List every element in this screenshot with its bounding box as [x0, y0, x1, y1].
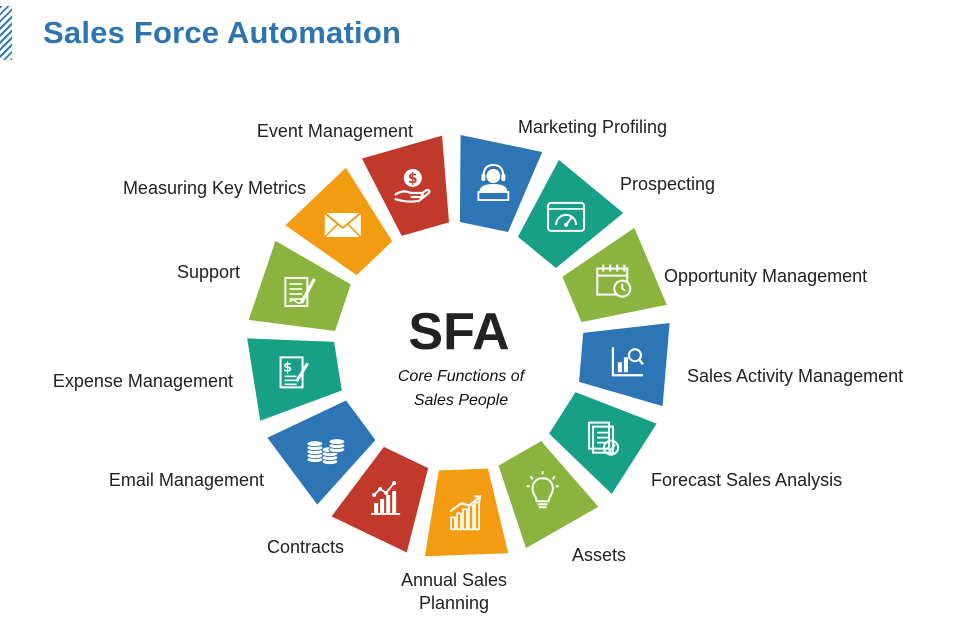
segment-support [459, 135, 543, 233]
center-subtitle-line2: Sales People [414, 392, 508, 409]
title-accent-bar [0, 6, 12, 60]
label-prospecting: Prospecting [620, 174, 715, 194]
segment-forecast-sales-analysis [331, 446, 429, 553]
label-forecast-sales-analysis: Forecast Sales Analysis [651, 470, 842, 490]
center-subtitle-line1: Core Functions of [398, 368, 526, 385]
center-heading: SFA [408, 303, 509, 361]
coin-stacks-icon [306, 438, 346, 466]
label-email-management: Email Management [109, 470, 264, 490]
lightbulb-icon [526, 471, 559, 509]
label-expense-management: Expense Management [53, 371, 233, 391]
dollar-document-icon: $ [279, 356, 309, 389]
label-annual-sales-planning-line1: Annual Sales [401, 570, 507, 590]
label-contracts: Contracts [267, 537, 344, 557]
svg-text:$: $ [408, 171, 418, 187]
svg-text:$: $ [283, 360, 292, 375]
segment-contracts [248, 240, 351, 332]
label-measuring-key-metrics: Measuring Key Metrics [123, 178, 306, 198]
segment-expense-management [361, 135, 450, 236]
label-opportunity-management: Opportunity Management [664, 266, 867, 286]
envelope-icon [324, 212, 362, 238]
label-sales-activity-management: Sales Activity Management [687, 366, 903, 386]
dashboard-gauge-icon [547, 201, 586, 232]
label-event-management: Event Management [257, 121, 413, 141]
page-title: Sales Force Automation [43, 15, 402, 50]
hand-dollar-icon: $ [394, 168, 431, 203]
label-support: Support [177, 262, 240, 282]
segment-annual-sales-planning [247, 338, 342, 421]
headset-agent-icon [477, 164, 510, 201]
forecast-chart-icon [371, 480, 401, 515]
contract-pen-icon [284, 276, 316, 307]
label-annual-sales-planning-line2: Planning [419, 593, 489, 613]
bar-chart-magnifier-icon [611, 347, 644, 377]
checklist-document-icon [588, 421, 620, 456]
label-marketing-profiling: Marketing Profiling [518, 117, 667, 137]
segment-measuring-key-metrics [517, 160, 624, 269]
label-assets: Assets [572, 545, 626, 565]
growth-chart-icon [449, 495, 482, 531]
segment-opportunity-management [498, 441, 599, 549]
calendar-clock-icon [596, 264, 632, 298]
